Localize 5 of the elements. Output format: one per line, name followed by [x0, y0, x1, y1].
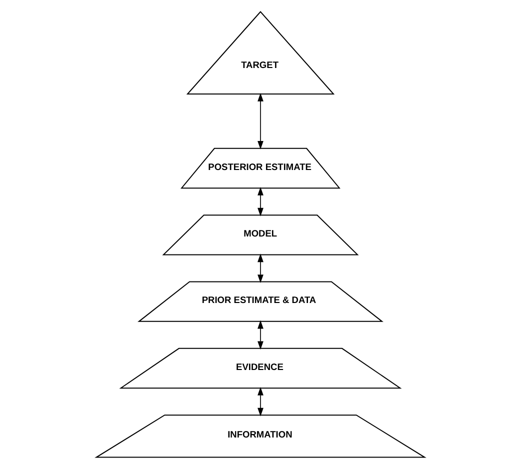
arrow	[258, 320, 264, 350]
arrow	[258, 186, 264, 216]
arrow	[258, 386, 264, 416]
arrow	[258, 92, 264, 150]
arrow	[258, 254, 264, 284]
